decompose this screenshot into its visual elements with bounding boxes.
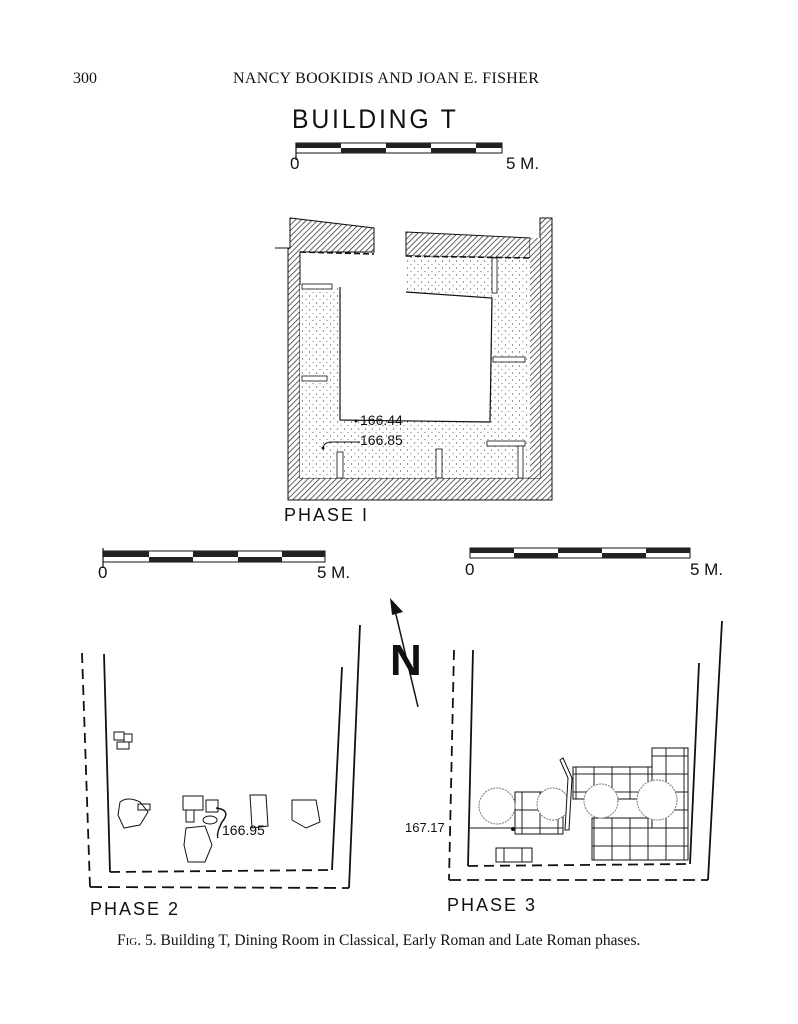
figure-title: BUILDING T xyxy=(292,104,459,134)
authors-header: NANCY BOOKIDIS AND JOAN E. FISHER xyxy=(233,70,540,87)
running-head: 300 NANCY BOOKIDIS AND JOAN E. FISHER xyxy=(0,70,798,90)
elevation-166-95: 166.95 xyxy=(222,822,265,838)
phase-2-label: PHASE 2 xyxy=(90,899,181,919)
scale-top-end: 5 M. xyxy=(506,154,540,173)
scale-left-end: 5 M. xyxy=(317,563,351,582)
figure-number: Fig. 5. xyxy=(117,932,157,949)
scale-right-end: 5 M. xyxy=(690,560,724,579)
elevation-167-17: 167.17 xyxy=(405,820,445,835)
elevation-166-85: 166.85 xyxy=(360,432,403,448)
figure-caption: Fig. 5. Building T, Dining Room in Class… xyxy=(117,932,640,950)
phase-1-label: PHASE I xyxy=(284,505,370,525)
scale-bar-right xyxy=(469,547,691,559)
north-label: N xyxy=(390,636,422,685)
phase-2-plan xyxy=(81,624,361,889)
phase-3-plan xyxy=(448,620,723,881)
scale-top-start: 0 xyxy=(290,154,300,173)
phase-1-plan xyxy=(275,217,553,501)
page-number: 300 xyxy=(73,70,97,87)
north-arrow-icon xyxy=(390,598,419,708)
scale-right-start: 0 xyxy=(465,560,475,579)
scale-bar-left xyxy=(102,548,326,568)
phase-3-label: PHASE 3 xyxy=(447,895,538,915)
scale-bar-top xyxy=(295,142,503,160)
elevation-166-44: 166.44 xyxy=(360,412,403,428)
caption-text: Building T, Dining Room in Classical, Ea… xyxy=(160,932,641,949)
scale-left-start: 0 xyxy=(98,563,108,582)
